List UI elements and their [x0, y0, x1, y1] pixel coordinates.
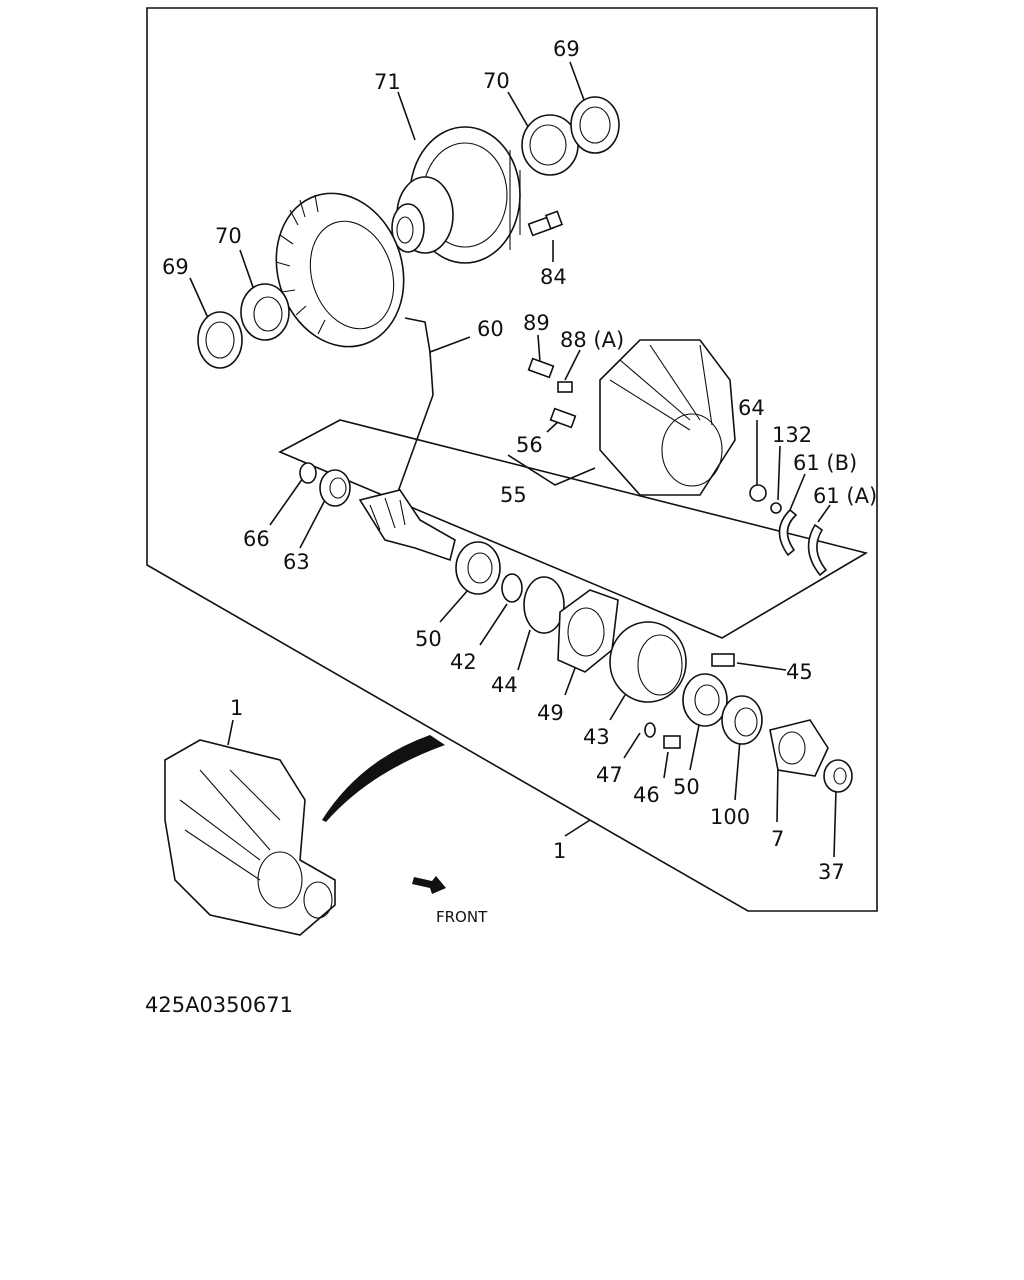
bearing-50b [682, 673, 728, 727]
label-7: 7 [771, 827, 784, 851]
label-61b: 61 (B) [793, 451, 857, 475]
label-64: 64 [738, 396, 765, 420]
label-56: 56 [516, 433, 543, 457]
spacer-42 [501, 573, 523, 603]
label-63: 63 [283, 550, 310, 574]
label-37: 37 [818, 860, 845, 884]
label-45: 45 [786, 660, 813, 684]
nut-64 [749, 484, 767, 502]
label-50: 50 [673, 775, 700, 799]
label-55: 55 [500, 483, 527, 507]
differential-case [391, 126, 521, 264]
companion-flange-7 [769, 719, 829, 777]
label-61a: 61 (A) [813, 484, 877, 508]
drive-pinion [358, 489, 456, 562]
label-88a: 88 (A) [560, 328, 624, 352]
adjuster-nut-left [197, 311, 243, 369]
label-69: 69 [553, 37, 580, 61]
label-84: 84 [540, 265, 567, 289]
bolt-45 [711, 653, 735, 667]
adjuster-nut-right [570, 96, 620, 154]
label-60: 60 [477, 317, 504, 341]
bolt-84 [527, 210, 564, 237]
label-1: 1 [230, 696, 243, 720]
gasket-49 [557, 589, 619, 673]
subassembly-box [278, 419, 869, 639]
ring-gear [275, 192, 405, 348]
front-label: FRONT [436, 908, 488, 926]
pinion-cage-43 [609, 621, 687, 703]
nut-37 [823, 759, 853, 793]
label-49: 49 [537, 701, 564, 725]
bolt-46 [663, 735, 681, 749]
washer-47 [644, 722, 656, 738]
bolt-89 [527, 357, 555, 379]
bearing-right [521, 114, 579, 176]
label-70: 70 [215, 224, 242, 248]
washer-132 [770, 502, 782, 514]
bearing-left [240, 283, 290, 341]
label-50: 50 [415, 627, 442, 651]
oil-seal-100 [721, 695, 763, 745]
plug-88a [557, 381, 573, 393]
label-66: 66 [243, 527, 270, 551]
bolt-56 [549, 407, 577, 429]
bracket-55 [507, 454, 596, 486]
front-arrow-icon [412, 876, 446, 894]
assembled-carrier [164, 739, 336, 936]
snap-ring-66 [299, 462, 317, 484]
label-100: 100 [710, 805, 750, 829]
assembly-arrow [322, 735, 445, 822]
bearing-63 [319, 469, 351, 507]
diagram-code: 425A0350671 [145, 993, 293, 1017]
o-ring-44 [523, 576, 565, 634]
label-47: 47 [596, 763, 623, 787]
part-labels: 69 70 71 84 70 69 60 89 88 (A) 56 55 64 … [162, 37, 877, 884]
label-89: 89 [523, 311, 550, 335]
carrier-housing [599, 339, 736, 496]
label-132: 132 [772, 423, 812, 447]
label-71: 71 [374, 70, 401, 94]
lock-plate-61a [807, 523, 828, 577]
label-43: 43 [583, 725, 610, 749]
label-1: 1 [553, 839, 566, 863]
diagram-frame [146, 7, 878, 912]
label-42: 42 [450, 650, 477, 674]
bearing-50a [455, 541, 501, 595]
label-46: 46 [633, 783, 660, 807]
leader-lines [189, 61, 837, 858]
label-70: 70 [483, 69, 510, 93]
label-44: 44 [491, 673, 518, 697]
lock-plate-61b [778, 508, 798, 557]
label-69: 69 [162, 255, 189, 279]
